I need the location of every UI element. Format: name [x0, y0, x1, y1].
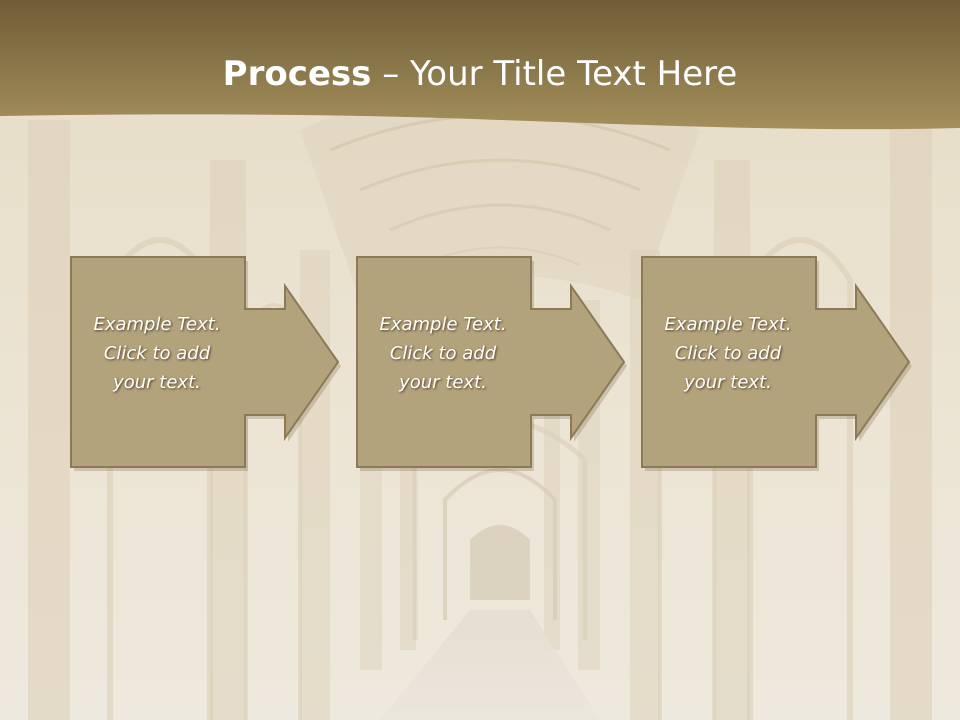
step-2-line-1: Example Text.	[379, 314, 507, 335]
step-2-line-3: your text.	[399, 372, 487, 393]
step-1-arrow-shape	[70, 256, 341, 471]
process-step-1[interactable]: Example Text. Click to add your text.	[70, 256, 341, 471]
step-1-text[interactable]: Example Text. Click to add your text.	[72, 310, 242, 397]
title-bold: Process	[222, 54, 372, 94]
step-3-text[interactable]: Example Text. Click to add your text.	[643, 310, 813, 397]
step-3-line-3: your text.	[684, 372, 772, 393]
title-separator: –	[371, 54, 411, 94]
step-1-line-3: your text.	[113, 372, 201, 393]
step-3-arrow-shape	[641, 256, 912, 471]
slide-title[interactable]: Process – Your Title Text Here	[0, 52, 960, 96]
process-step-2[interactable]: Example Text. Click to add your text.	[356, 256, 627, 471]
step-2-arrow-shape	[356, 256, 627, 471]
process-step-3[interactable]: Example Text. Click to add your text.	[641, 256, 912, 471]
step-1-line-1: Example Text.	[93, 314, 221, 335]
step-2-line-2: Click to add	[389, 343, 497, 364]
step-2-text[interactable]: Example Text. Click to add your text.	[358, 310, 528, 397]
step-3-line-1: Example Text.	[664, 314, 792, 335]
step-1-line-2: Click to add	[103, 343, 211, 364]
step-3-line-2: Click to add	[674, 343, 782, 364]
title-text: Your Title Text Here	[410, 54, 738, 94]
